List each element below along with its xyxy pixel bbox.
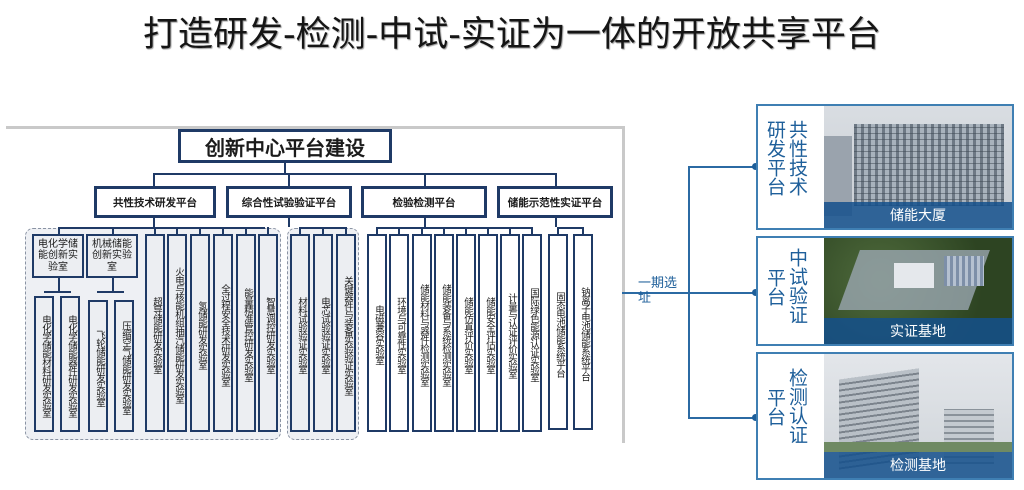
connector	[531, 227, 533, 234]
page-title: 打造研发-检测-中试-实证为一体的开放共享平台	[143, 15, 881, 55]
site-label-line1: 中试验证	[786, 248, 808, 324]
lab-node: 材料试验验证实验室	[290, 234, 310, 432]
lab-node: 超导储能研发实验室	[145, 234, 165, 432]
connector	[154, 227, 156, 234]
connector	[509, 227, 511, 234]
lab-node: 火电与核能机组抽汽储能研发实验室	[167, 234, 187, 432]
root-node: 创新中心平台建设	[178, 129, 392, 163]
connector	[58, 227, 60, 234]
lab-node: 储能材料与器件检测实验室	[412, 234, 432, 432]
lab-node: 压缩空气储能研发实验室	[114, 300, 134, 432]
connector	[555, 218, 557, 227]
connector	[582, 227, 584, 234]
connector	[97, 291, 124, 293]
lab-node: 智慧调控研发实验室	[258, 234, 278, 432]
connector	[688, 166, 756, 168]
lab-node: 全过程安全技术研发实验室	[213, 234, 233, 432]
lab-node: 储能仿真评价实验室	[456, 234, 476, 432]
connector	[424, 218, 426, 227]
connector	[688, 292, 756, 294]
lab-node: 环境与可靠性实验室	[389, 234, 409, 432]
connector	[555, 173, 557, 187]
connector	[112, 227, 114, 234]
lab-node: 关键器件与装备实验验证实验室	[336, 234, 356, 432]
site-card[interactable]: 共性技术 研发平台 储能大厦	[756, 104, 1014, 230]
connector	[345, 227, 347, 234]
lab-node: 电芯试验验证实验室	[313, 234, 333, 432]
lab-node: 电磁兼容实验室	[367, 234, 387, 432]
connector	[424, 173, 426, 187]
connector	[288, 218, 290, 227]
lab-group-node: 电化学储能创新实验室	[32, 234, 84, 278]
connector	[421, 227, 423, 234]
connector	[58, 278, 60, 292]
connector	[398, 227, 400, 234]
lab-node: 电化学储能材料研发实验室	[34, 296, 54, 432]
connector	[245, 227, 247, 234]
site-label-line2: 平台	[764, 388, 786, 426]
connector	[58, 227, 265, 229]
lab-node: 能量精准管控研发实验室	[236, 234, 256, 432]
tower-building-photo: 检测基地	[824, 354, 1012, 478]
connector	[557, 227, 584, 229]
lab-node: 钠离子电池储能系统平台	[573, 234, 593, 430]
building-photo: 储能大厦	[824, 106, 1012, 228]
site-card[interactable]: 检测认证 平台 检测基地	[756, 352, 1014, 480]
platform-node: 综合性试验验证平台	[226, 186, 352, 218]
site-label-line2: 研发平台	[764, 120, 786, 196]
connector	[299, 227, 301, 234]
lab-node: 电化学储能器件研发实验室	[60, 296, 80, 432]
connector	[153, 218, 155, 228]
site-card[interactable]: 中试验证 平台 实证基地	[756, 236, 1014, 346]
lab-node: 氢储能研发实验室	[190, 234, 210, 432]
site-label-line2: 平台	[764, 268, 786, 306]
connector-label: 一期选址	[638, 276, 678, 306]
photo-caption: 储能大厦	[824, 202, 1012, 228]
photo-caption: 实证基地	[824, 318, 1012, 344]
lab-node: 飞轮储能研发实验室	[88, 300, 108, 432]
connector	[222, 227, 224, 234]
platform-node: 储能示范性实证平台	[497, 186, 613, 218]
lab-node: 固态电池储能系统平台	[548, 234, 568, 430]
connector	[487, 227, 489, 234]
aerial-site-photo: 实证基地	[824, 238, 1012, 344]
connector-dot	[752, 163, 759, 170]
connector-dot	[752, 414, 759, 421]
connector	[376, 227, 378, 234]
lab-node: 计量与认证评价实验室	[500, 234, 520, 432]
connector	[284, 163, 286, 174]
platform-node: 检验检测平台	[361, 186, 487, 218]
site-label-line1: 共性技术	[786, 120, 808, 196]
connector	[443, 227, 445, 234]
connector	[112, 278, 114, 292]
connector	[153, 173, 556, 175]
connector	[44, 291, 71, 293]
connector	[199, 227, 201, 234]
connector	[322, 227, 324, 234]
connector	[288, 173, 290, 187]
lab-node: 国际绿色能源认证实验室	[522, 234, 542, 432]
connector	[622, 292, 688, 294]
connector	[465, 227, 467, 234]
lab-node: 储能安全评估实验室	[478, 234, 498, 432]
lab-group-node: 机械储能创新实验室	[86, 234, 138, 278]
connector	[557, 227, 559, 234]
site-label-line1: 检测认证	[786, 368, 808, 444]
connector	[376, 227, 533, 229]
connector	[688, 417, 756, 419]
photo-caption: 检测基地	[824, 452, 1012, 478]
lab-node: 储能装备与系统检测实验室	[434, 234, 454, 432]
connector	[267, 227, 269, 234]
connector	[176, 227, 178, 234]
connector-dot	[752, 289, 759, 296]
platform-node: 共性技术研发平台	[94, 186, 216, 218]
connector	[153, 173, 155, 187]
